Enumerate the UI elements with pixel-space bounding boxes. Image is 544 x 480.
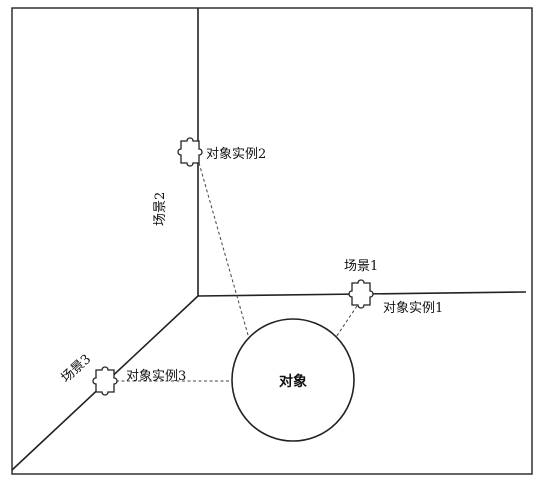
puzzle-icon-instance2 bbox=[177, 137, 203, 167]
scene1-label: 场景1 bbox=[344, 259, 378, 274]
puzzle-icon-instance1 bbox=[348, 279, 374, 309]
link-instance2-object bbox=[198, 162, 251, 343]
object-circle bbox=[231, 318, 355, 442]
instance3-label: 对象实例3 bbox=[126, 369, 186, 384]
puzzle-icon-instance3 bbox=[92, 366, 118, 396]
diagram-frame bbox=[11, 7, 533, 475]
scene3-label: 场景3 bbox=[59, 352, 95, 386]
instance1-label: 对象实例1 bbox=[383, 301, 443, 316]
link-instance1-object bbox=[333, 305, 358, 341]
object-label: 对象 bbox=[279, 373, 307, 390]
instance2-label: 对象实例2 bbox=[206, 147, 266, 162]
scene2-label: 场景2 bbox=[153, 192, 168, 226]
